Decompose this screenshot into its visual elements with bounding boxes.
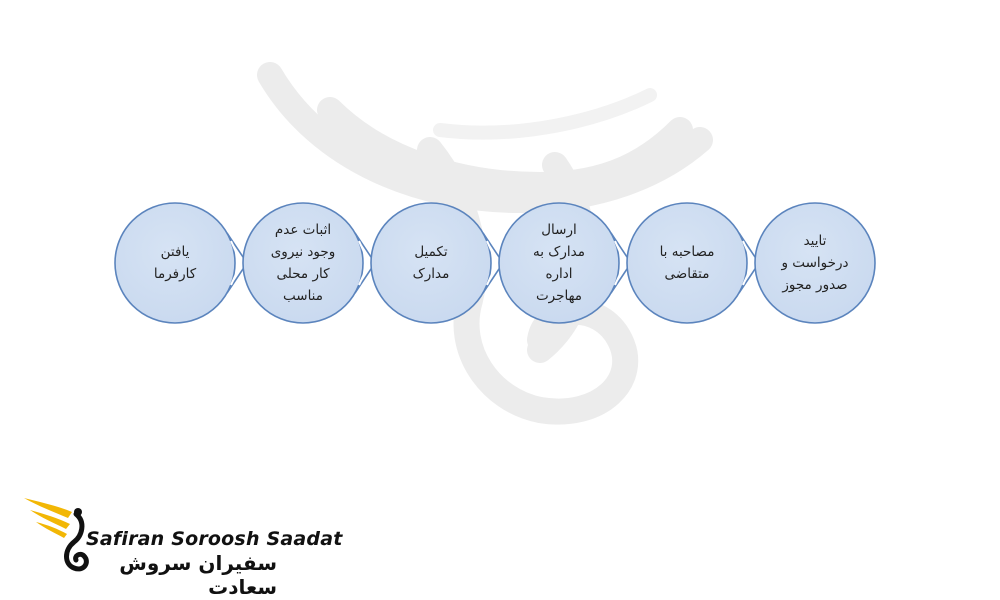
step-circle-5 [626,202,748,324]
step-label-line: اداره [545,266,573,282]
step-label-line: صدور مجوز [782,277,848,293]
step-label-line: متقاضی [664,266,710,282]
step-label-line: کارفرما [153,266,197,282]
step-label-line: مدارک [412,266,450,282]
step-circle-3 [370,202,492,324]
step-arrow-inner-3 [486,240,499,286]
step-label-line: مصاحبه با [659,244,715,260]
step-label-line: اثبات عدم [274,222,332,238]
step-label-line: مهاجرت [535,288,583,304]
step-circle-1 [114,202,236,324]
step-label-4: ارسال مدارک به اداره مهاجرت [504,219,614,307]
step-label-line: تایید [803,233,827,249]
step-circle-4 [498,202,620,324]
logo-text-english: Safiran Soroosh Saadat [86,528,343,550]
step-label-line: وجود نیروی [270,244,336,260]
step-label-line: درخواست و [781,255,849,271]
step-label-line: مناسب [283,288,323,304]
logo-text-persian: سفیران سروش سعادت [119,551,277,599]
step-label-line: ارسال [541,222,577,238]
step-label-line: تکمیل [414,244,448,260]
step-circle-2 [242,202,364,324]
step-label-1: یافتن کارفرما [120,241,230,285]
step-label-5: مصاحبه با متقاضی [632,241,742,285]
step-label-6: تایید درخواست و صدور مجوز [760,230,870,296]
step-label-line: یافتن [160,244,190,260]
step-label-line: مدارک به [533,244,585,260]
step-arrow-inner-1 [230,240,243,286]
step-label-3: تکمیل مدارک [376,241,486,285]
step-arrow-inner-2 [358,240,371,286]
step-arrow-inner-4 [614,240,627,286]
step-label-2: اثبات عدم وجود نیروی کار محلی مناسب [248,219,358,307]
step-circle-6 [754,202,876,324]
step-label-line: کار محلی [276,266,330,282]
step-arrow-inner-5 [742,240,755,286]
swan-logo-icon [24,498,89,572]
